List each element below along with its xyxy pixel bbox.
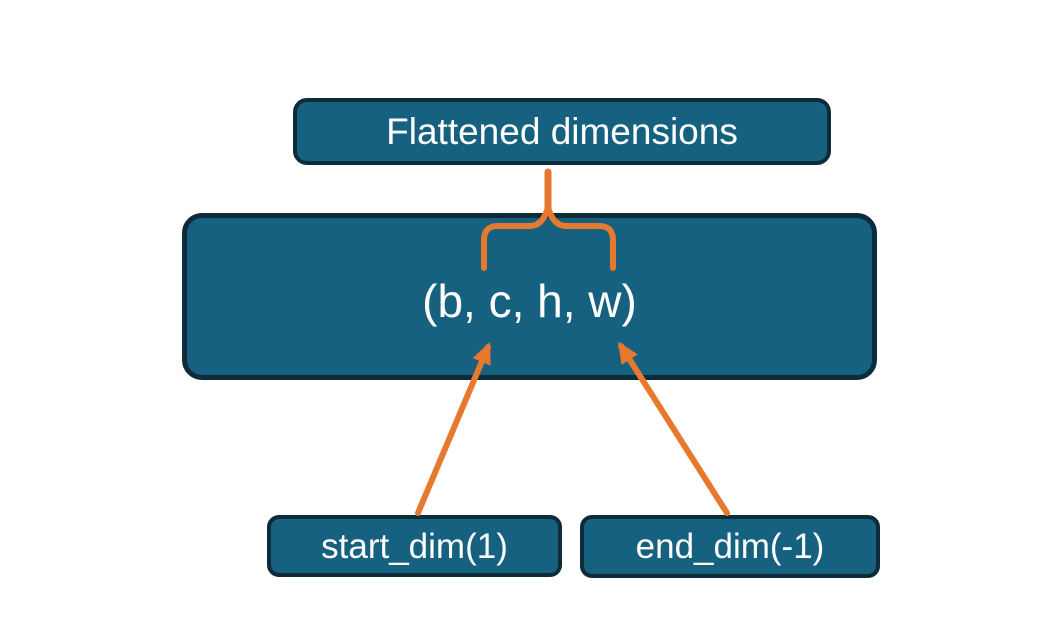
tensor-shape-label: (b, c, h, w) [422, 274, 637, 327]
start-dim-label: start_dim(1) [321, 526, 508, 566]
tensor-shape-box: (b, c, h, w) [182, 213, 877, 380]
end-dim-label: end_dim(-1) [635, 527, 825, 566]
start-dim-box: start_dim(1) [267, 515, 562, 577]
flattened-dimensions-box: Flattened dimensions [293, 98, 831, 165]
flattened-dimensions-label: Flattened dimensions [386, 111, 738, 152]
end-dim-box: end_dim(-1) [580, 515, 880, 578]
